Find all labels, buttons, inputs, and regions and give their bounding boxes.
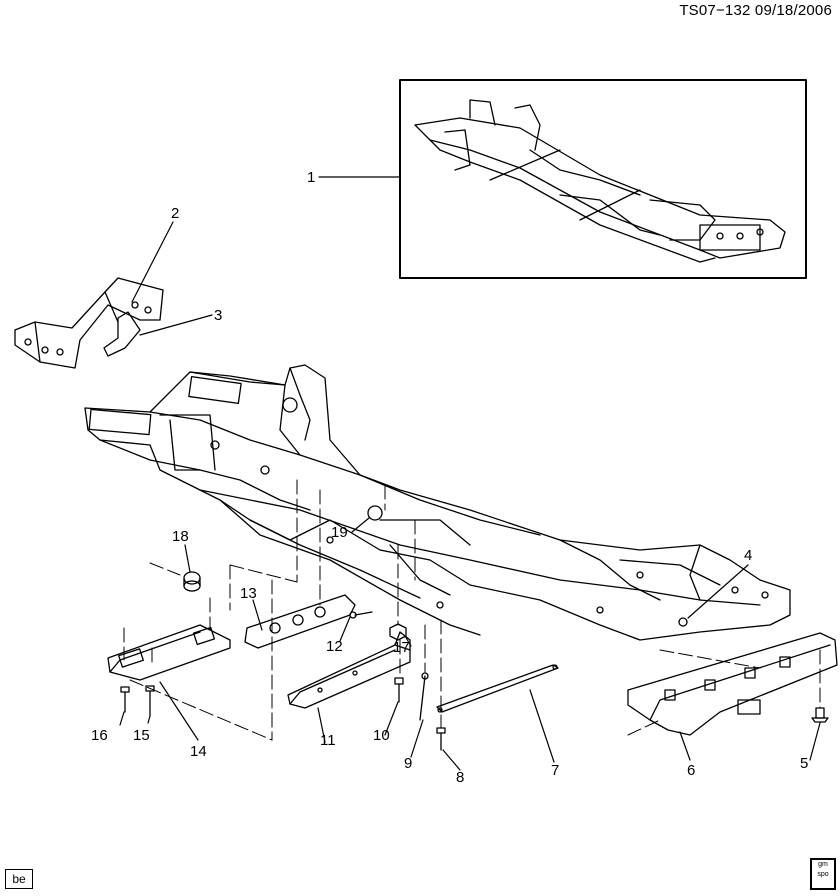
callout-19: 19 [331, 524, 348, 541]
part-15-bolt [145, 685, 155, 717]
leader-lines [119, 176, 821, 771]
callout-5: 5 [800, 755, 808, 772]
gm-logo: gm spo [810, 858, 836, 890]
callout-labels: 1 2 3 4 5 6 7 8 9 10 11 12 13 14 15 16 1… [91, 169, 808, 786]
part-16-bolt [120, 686, 130, 713]
callout-11: 11 [320, 732, 336, 749]
callout-4: 4 [744, 547, 752, 564]
part-19-bushing [367, 505, 383, 521]
callout-16: 16 [91, 727, 108, 744]
part-12-bolt [349, 611, 373, 619]
part-10-bolt [394, 677, 404, 703]
callout-6: 6 [687, 762, 695, 779]
callout-10: 10 [373, 727, 390, 744]
inset-frame-assembly [414, 99, 786, 263]
callout-9: 9 [404, 755, 412, 772]
part-9-stud [419, 672, 429, 721]
inset-frame-box [399, 79, 807, 279]
callout-12: 12 [326, 638, 343, 655]
part-18-insulator [183, 571, 201, 592]
part-14-skid-plate [107, 624, 231, 681]
callout-17: 17 [393, 639, 410, 656]
gm-logo-line-1: gm [818, 861, 828, 868]
part-7-brace [436, 664, 559, 713]
callout-7: 7 [551, 762, 559, 779]
callout-8: 8 [456, 769, 464, 786]
callout-15: 15 [133, 727, 150, 744]
part-2-crossmember [14, 277, 164, 369]
diagram-reference-code: TS07−132 09/18/2006 [679, 2, 832, 19]
callout-13: 13 [240, 585, 257, 602]
part-11-skid-plate [287, 631, 411, 709]
part-8-bolt [436, 727, 446, 751]
part-6-hitch-crossmember [627, 632, 838, 736]
language-badge: be [5, 869, 33, 889]
part-5-nut [811, 707, 829, 723]
main-frame [84, 364, 791, 641]
part-3-bracket [103, 311, 141, 357]
callout-3: 3 [214, 307, 222, 324]
callout-18: 18 [172, 528, 189, 545]
gm-logo-line-2: spo [817, 871, 829, 878]
callout-14: 14 [190, 743, 207, 760]
part-4-nut [678, 617, 688, 627]
alignment-lines [123, 479, 821, 741]
callout-1: 1 [307, 169, 315, 186]
callout-2: 2 [171, 205, 179, 222]
